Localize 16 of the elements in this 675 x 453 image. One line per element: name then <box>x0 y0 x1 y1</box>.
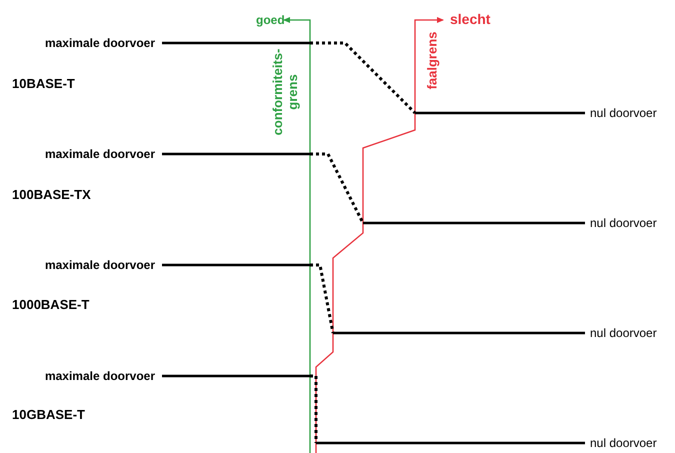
standard-label: 10BASE-T <box>12 77 75 91</box>
throughput-label: nul doorvoer <box>590 106 657 120</box>
direction-label: slecht <box>450 12 490 26</box>
throughput-label: maximale doorvoer <box>44 36 155 50</box>
standard-label: 1000BASE-T <box>12 298 90 312</box>
standard-label: 10GBASE-T <box>12 408 85 422</box>
direction-label: goed <box>256 13 285 27</box>
throughput-label: maximale doorvoer <box>44 258 155 272</box>
throughput-label: nul doorvoer <box>590 326 657 340</box>
throughput-label: nul doorvoer <box>590 436 657 450</box>
standard-label: 100BASE-TX <box>12 188 91 202</box>
limit-label: faalgrens <box>424 30 440 92</box>
throughput-label: maximale doorvoer <box>44 147 155 161</box>
limit-label: conformiteits- grens <box>270 48 300 137</box>
throughput-label: maximale doorvoer <box>44 369 155 383</box>
throughput-label: nul doorvoer <box>590 216 657 230</box>
